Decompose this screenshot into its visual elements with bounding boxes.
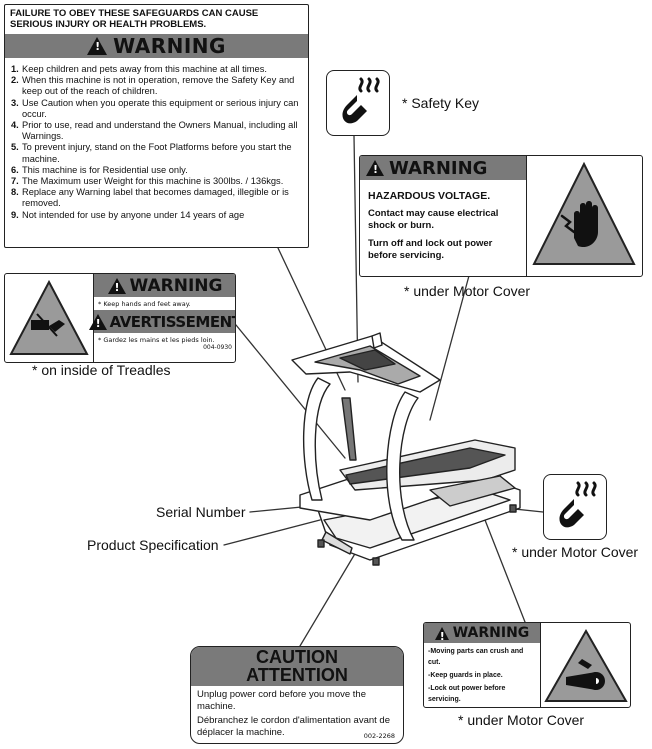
moving-parts-line-2: -Keep guards in place. [428, 672, 503, 679]
treadle-warning-title: WARNING [129, 275, 223, 296]
safety-key-label [326, 70, 390, 136]
list-item: 4.Prior to use, read and understand the … [11, 120, 298, 142]
list-item: 7.The Maximum user Weight for this machi… [11, 176, 284, 187]
safety-key-caption: * Safety Key [402, 95, 480, 111]
list-item: 6.This machine is for Residential use on… [11, 164, 188, 175]
treadle-warning-banner: WARNING [94, 274, 235, 297]
treadle-warning-label: WARNING * Keep hands and feet away. AVER… [4, 273, 236, 363]
caution-label: CAUTION ATTENTION Unplug power cord befo… [190, 646, 404, 744]
voltage-warning-banner: WARNING [360, 156, 526, 180]
leader-caution [299, 551, 357, 647]
main-warning-label: FAILURE TO OBEY THESE SAFEGUARDS CAN CAU… [4, 4, 309, 248]
motor-key-label [543, 474, 607, 540]
warning-triangle-icon [88, 313, 107, 330]
motor-key-location: * under Motor Cover [512, 544, 639, 560]
treadle-text-fr: * Gardez les mains et les pieds loin. [98, 336, 215, 344]
serial-number-label: Serial Number [156, 504, 246, 520]
warning-triangle-icon [366, 160, 384, 176]
warning-triangle-icon [87, 37, 108, 55]
voltage-line-2: Contact may cause electrical shock or bu… [368, 208, 499, 231]
magnet-key-icon [342, 77, 380, 124]
treadle-code: 004-0930 [203, 344, 232, 351]
list-item: 8.Replace any Warning label that becomes… [11, 187, 289, 209]
belt-pinch-icon [544, 628, 628, 702]
moving-parts-label: WARNING -Moving parts can crush and cut.… [423, 622, 631, 708]
moving-parts-banner: WARNING [424, 623, 540, 643]
voltage-warning-label: WARNING HAZARDOUS VOLTAGE. Contact may c… [359, 155, 643, 277]
caution-code: 002-2268 [363, 732, 395, 740]
warning-triangle-icon [434, 626, 449, 643]
moving-parts-title: WARNING [452, 625, 530, 641]
electric-hand-icon [532, 161, 636, 265]
caution-banner: CAUTION ATTENTION [191, 647, 403, 686]
main-warning-banner: WARNING [5, 34, 308, 58]
warning-triangle-icon [107, 277, 126, 294]
leader-spec [223, 519, 321, 546]
leader-voltage [429, 271, 471, 421]
voltage-line-1: HAZARDOUS VOLTAGE. [368, 190, 491, 202]
caution-title: CAUTION [256, 647, 338, 667]
leader-treadle [235, 324, 346, 459]
main-warning-header: FAILURE TO OBEY THESE SAFEGUARDS CAN CAU… [10, 8, 259, 30]
treadle-warning-title-fr: AVERTISSEMENT [109, 312, 236, 331]
moving-parts-line-1: -Moving parts can crush and cut. [428, 648, 524, 666]
magnet-key-icon [559, 481, 597, 528]
treadle-location: * on inside of Treadles [32, 362, 171, 378]
moving-parts-location: * under Motor Cover [458, 712, 585, 728]
caution-text-en: Unplug power cord before you move the ma… [197, 689, 366, 712]
treadle-text-en: * Keep hands and feet away. [98, 300, 191, 308]
list-item: 2.When this machine is not in operation,… [11, 75, 295, 97]
product-spec-label: Product Specification [87, 537, 219, 553]
list-item: 3.Use Caution when you operate this equi… [11, 97, 299, 119]
main-warning-title: WARNING [113, 34, 226, 58]
crush-hand-icon [9, 279, 89, 355]
voltage-location: * under Motor Cover [404, 283, 531, 299]
leader-moving-parts [484, 519, 526, 623]
list-item: 9.Not intended for use by anyone under 1… [11, 209, 245, 220]
moving-parts-line-3: -Lock out power before servicing. [428, 685, 506, 703]
voltage-warning-title: WARNING [389, 157, 488, 179]
attention-title: ATTENTION [246, 665, 348, 685]
list-item: 1.Keep children and pets away from this … [11, 64, 267, 74]
caution-text-fr: Débranchez le cordon d'alimentation avan… [197, 715, 390, 738]
list-item: 5.To prevent injury, stand on the Foot P… [11, 142, 292, 164]
main-warning-list: 1.Keep children and pets away from this … [5, 58, 308, 221]
treadle-avertissement-banner: AVERTISSEMENT [88, 310, 236, 333]
voltage-line-3: Turn off and lock out power before servi… [368, 238, 493, 261]
